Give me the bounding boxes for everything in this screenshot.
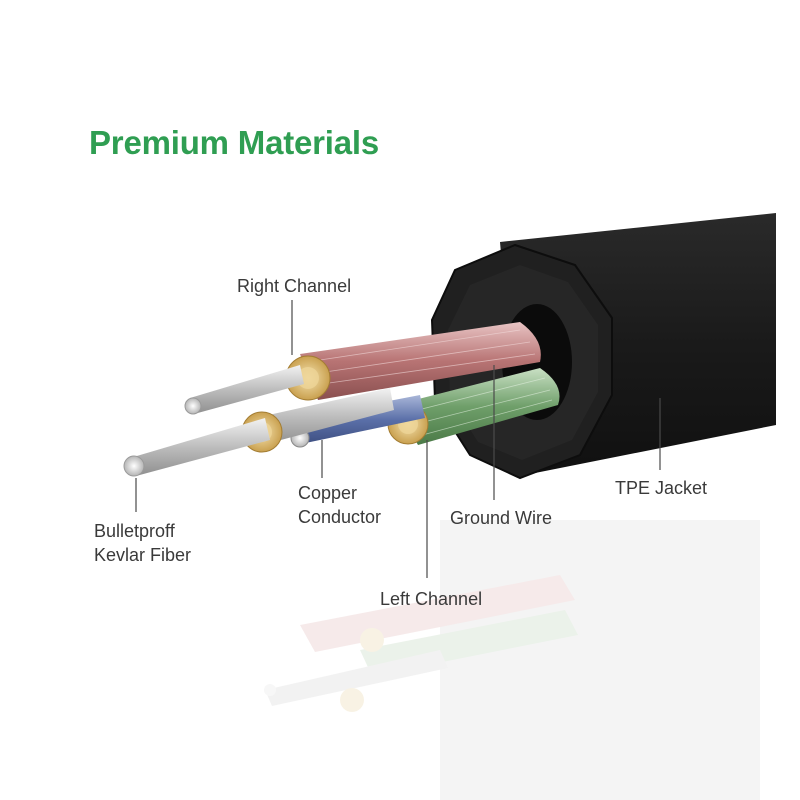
- kevlar-fiber-label-line1: Bulletproff: [94, 521, 176, 541]
- cable-reflection: [264, 520, 760, 800]
- ground-wire-label: Ground Wire: [450, 508, 552, 528]
- right-channel-wire: [285, 322, 541, 401]
- copper-conductor-label-line1: Copper: [298, 483, 357, 503]
- kevlar-fiber-label-line2: Kevlar Fiber: [94, 545, 191, 565]
- right-channel-label: Right Channel: [237, 276, 351, 296]
- page-title: Premium Materials: [89, 124, 380, 161]
- kevlar-fiber-upper: [184, 365, 304, 415]
- kevlar-fiber-long: [123, 418, 270, 477]
- left-channel-label: Left Channel: [380, 589, 482, 609]
- copper-conductor-label-line2: Conductor: [298, 507, 381, 527]
- tpe-jacket-label: TPE Jacket: [615, 478, 707, 498]
